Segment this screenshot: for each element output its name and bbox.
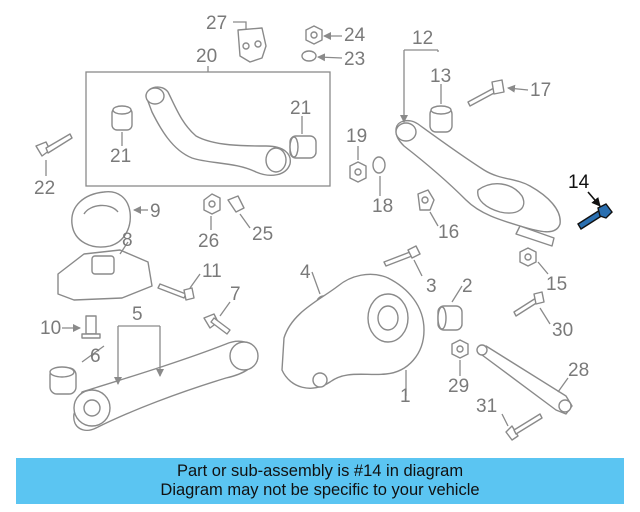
label-5: 5 [132, 304, 143, 325]
washer-part-23[interactable] [301, 50, 317, 62]
bolt-part-31[interactable] [505, 413, 543, 441]
label-26: 26 [198, 231, 219, 252]
label-10: 10 [40, 318, 61, 339]
label-16: 16 [438, 222, 459, 243]
nut-part-29[interactable] [451, 339, 469, 359]
label-18: 18 [372, 196, 393, 217]
label-29: 29 [448, 376, 469, 397]
bushing-part-6[interactable] [49, 366, 77, 395]
link-part-28[interactable] [476, 344, 573, 415]
label-19: 19 [346, 126, 367, 147]
bolt-part-30[interactable] [513, 291, 545, 317]
label-7: 7 [230, 284, 241, 305]
bushing-part-21a[interactable] [111, 105, 133, 131]
washer-part-18[interactable] [372, 156, 386, 174]
nut-part-24[interactable] [305, 25, 323, 45]
nut-part-15[interactable] [519, 247, 537, 267]
info-banner: Part or sub-assembly is #14 in diagram D… [16, 458, 624, 504]
bushing-part-13[interactable] [429, 105, 453, 133]
clip-part-25[interactable] [227, 195, 245, 213]
label-20: 20 [196, 46, 217, 67]
label-31: 31 [476, 396, 497, 417]
label-6: 6 [90, 346, 101, 367]
label-2: 2 [462, 276, 473, 297]
label-8: 8 [122, 230, 133, 251]
mount-part-8[interactable] [57, 249, 153, 301]
label-24: 24 [344, 25, 366, 46]
label-4: 4 [300, 262, 311, 283]
bushing-part-2[interactable] [437, 305, 463, 331]
bushing-part-21b[interactable] [289, 135, 317, 159]
stud-part-10[interactable] [81, 315, 101, 339]
label-27: 27 [206, 13, 227, 34]
label-25: 25 [252, 224, 273, 245]
label-21b: 21 [290, 98, 311, 119]
label-3: 3 [426, 276, 437, 297]
label-9: 9 [150, 201, 161, 222]
washer-part-16[interactable] [417, 189, 435, 211]
bolt-part-17[interactable] [467, 79, 505, 107]
control-arm-part-12[interactable] [395, 119, 561, 247]
label-17: 17 [530, 80, 551, 101]
label-23: 23 [344, 49, 365, 70]
label-1: 1 [400, 386, 411, 407]
bolt-part-7[interactable] [203, 313, 231, 335]
label-22: 22 [34, 178, 55, 199]
label-28: 28 [568, 360, 589, 381]
parts-diagram: 1 2 3 4 5 6 7 8 9 10 11 12 13 14 15 16 1… [34, 13, 613, 441]
label-30: 30 [552, 320, 573, 341]
nut-part-19[interactable] [349, 161, 367, 183]
bolt-part-14-highlighted[interactable] [577, 203, 613, 230]
label-12: 12 [412, 28, 433, 49]
bolt-part-3[interactable] [383, 245, 421, 267]
label-21a: 21 [110, 146, 131, 167]
banner-line-2: Diagram may not be specific to your vehi… [160, 481, 480, 499]
label-14: 14 [568, 172, 590, 193]
bracket-part-27[interactable] [237, 27, 267, 63]
upper-arm-part[interactable] [145, 86, 291, 176]
bolt-part-22[interactable] [35, 133, 73, 157]
lower-arm-part-5[interactable] [73, 340, 259, 432]
knuckle-part-1[interactable] [281, 273, 425, 389]
nut-part-26[interactable] [203, 193, 221, 215]
bolt-part-11[interactable] [157, 283, 195, 301]
label-11: 11 [202, 261, 222, 282]
label-15: 15 [546, 274, 567, 295]
label-13: 13 [430, 66, 451, 87]
banner-line-1: Part or sub-assembly is #14 in diagram [176, 462, 464, 480]
mount-part-9[interactable] [71, 191, 131, 248]
